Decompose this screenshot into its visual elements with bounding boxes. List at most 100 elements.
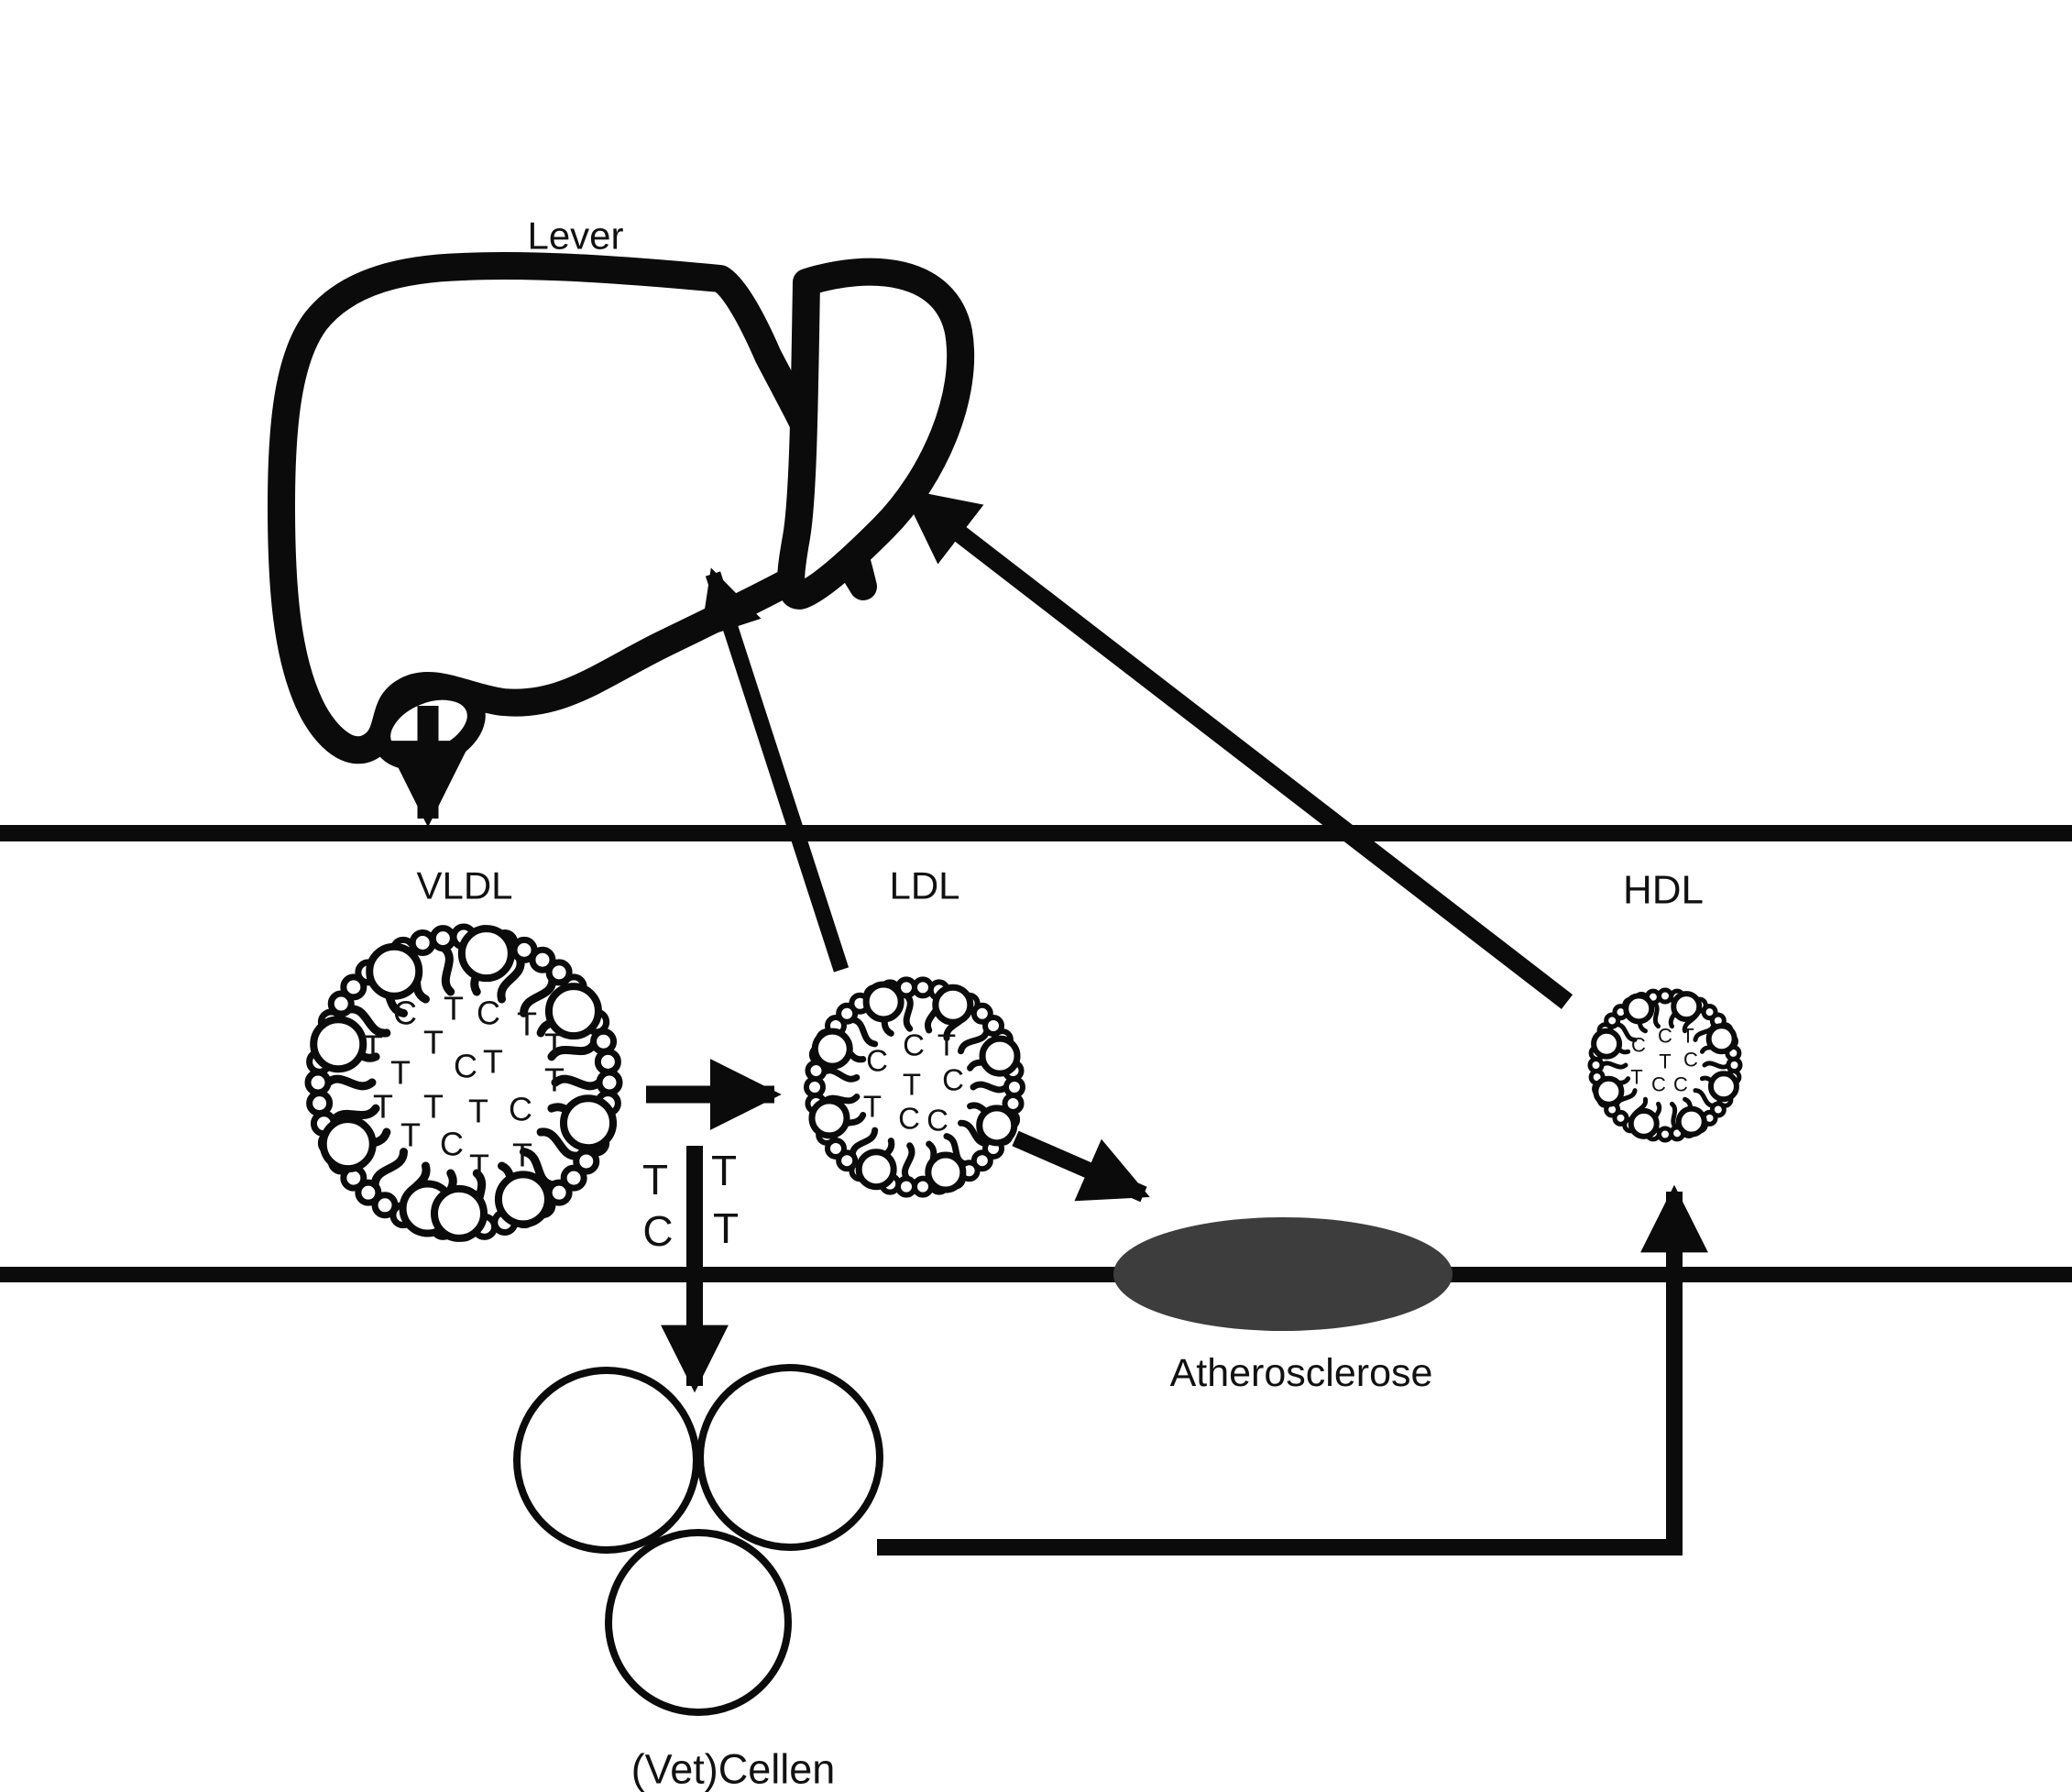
arrow-fatcells-to-hdl [877,1184,1708,1556]
membrane-line-top [0,825,2072,841]
cargo-letter: T [937,1028,956,1062]
rim-large-bead [1675,1105,1707,1138]
rim-large-bead [862,981,904,1023]
rim-large-bead [925,1151,967,1193]
lipid-tail [970,1081,1010,1094]
vldl-label: VLDL [416,864,512,907]
lipid-tail [519,1148,557,1190]
lipid-tail [1651,1000,1661,1029]
cargo-letter: C [866,1044,888,1078]
rim-large-bead [310,1016,367,1073]
cargo-letter: T [468,1093,488,1130]
rim-large-bead [560,1094,618,1152]
cargo-letter: C [1651,1073,1666,1096]
lipid-tail [958,1028,991,1055]
lipid-tail [536,1127,583,1160]
rim-large-bead [1623,993,1655,1025]
lipid-tail [958,1119,991,1147]
cargo-letter: C [393,995,417,1032]
lipid-tail [1599,1061,1628,1070]
arrow-ldl-to-plaque [1012,1130,1150,1203]
cargo-letter: T [512,1137,532,1174]
lipid-tail [902,1142,915,1182]
cargo-letter: T [1630,1066,1642,1089]
rim-large-bead [1671,991,1703,1023]
rim-bead [429,925,456,952]
rim-bead [340,973,367,1001]
transfer-letter: T [713,1204,739,1252]
liver-label: Lever [527,214,623,258]
rim-large-bead [1593,1075,1625,1107]
liver-icon [268,252,975,771]
rim-bead [596,1069,623,1096]
cargo-letter: C [903,1028,925,1062]
rim-bead [327,990,355,1017]
cargo-letter: T [1659,1050,1671,1073]
rim-bead [545,959,573,986]
rim-large-bead [366,942,423,1000]
cargo-letter: C [898,1102,920,1136]
rim-large-bead [1591,1028,1623,1060]
ldl-label: LDL [889,864,959,907]
lipid-tail [820,1067,861,1083]
liver-left-lobe [268,252,877,764]
cargo-letter: C [1631,1034,1646,1057]
lipid-tail [370,1148,409,1190]
rim-large-bead [811,1028,853,1070]
cargo-letter: T [423,1024,444,1061]
rim-large-bead [1705,1023,1738,1055]
liver-right-lobe [777,258,975,610]
cargo-letter: T [1682,1025,1694,1048]
lipid-tail [323,1074,377,1091]
cargo-letter: T [517,1006,537,1043]
cargo-letter: C [477,995,500,1032]
lipid-tail [551,1074,604,1091]
rim-bead [371,1192,399,1219]
hdl-label: HDL [1623,868,1704,913]
rim-bead [560,1164,587,1192]
membrane-line-bottom [0,1267,2072,1282]
rim-large-bead [808,1097,850,1139]
lipid-tail [519,975,557,1017]
lipid-tail [329,1104,380,1126]
cargo-letter: C [509,1091,532,1128]
fat-cells-label: (Vet)Cellen [631,1746,836,1792]
cargo-letter: T [863,1090,882,1124]
rim-large-bead [544,983,602,1040]
lipid-tail [1669,1101,1679,1130]
atherosclerosis-label: Atherosclerose [1170,1351,1433,1395]
rim-bead [355,1179,382,1206]
rim-large-bead [855,1149,897,1191]
cargo-letter: T [363,1028,383,1066]
rim-bead [304,1069,332,1096]
rim-bead [409,929,436,956]
rim-bead [590,1028,618,1055]
lipid-tail [345,1005,391,1038]
lipid-tail [440,944,455,996]
rim-large-bead [431,1184,488,1242]
cargo-letter: T [373,1088,393,1126]
lipid-tail [903,992,914,1032]
rim-large-bead [932,984,974,1026]
rim-bead [306,1090,334,1117]
rim-large-bead [976,1105,1018,1147]
transfer-letter: T [642,1156,668,1204]
fat-cell [605,1529,792,1716]
atherosclerosis-plaque [1113,1217,1453,1331]
cargo-letter: C [1673,1073,1688,1096]
cargo-letter: C [440,1126,464,1163]
lipid-tail [497,954,525,1004]
cargo-letter: C [942,1063,964,1097]
rim-large-bead [494,1171,552,1228]
lipid-tail [849,1127,879,1159]
rim-large-bead [1707,1071,1739,1103]
cargo-letter: T [544,1061,565,1099]
cargo-letter: C [1658,1025,1672,1048]
transfer-letter: T [711,1147,737,1194]
rim-bead [594,1048,621,1075]
